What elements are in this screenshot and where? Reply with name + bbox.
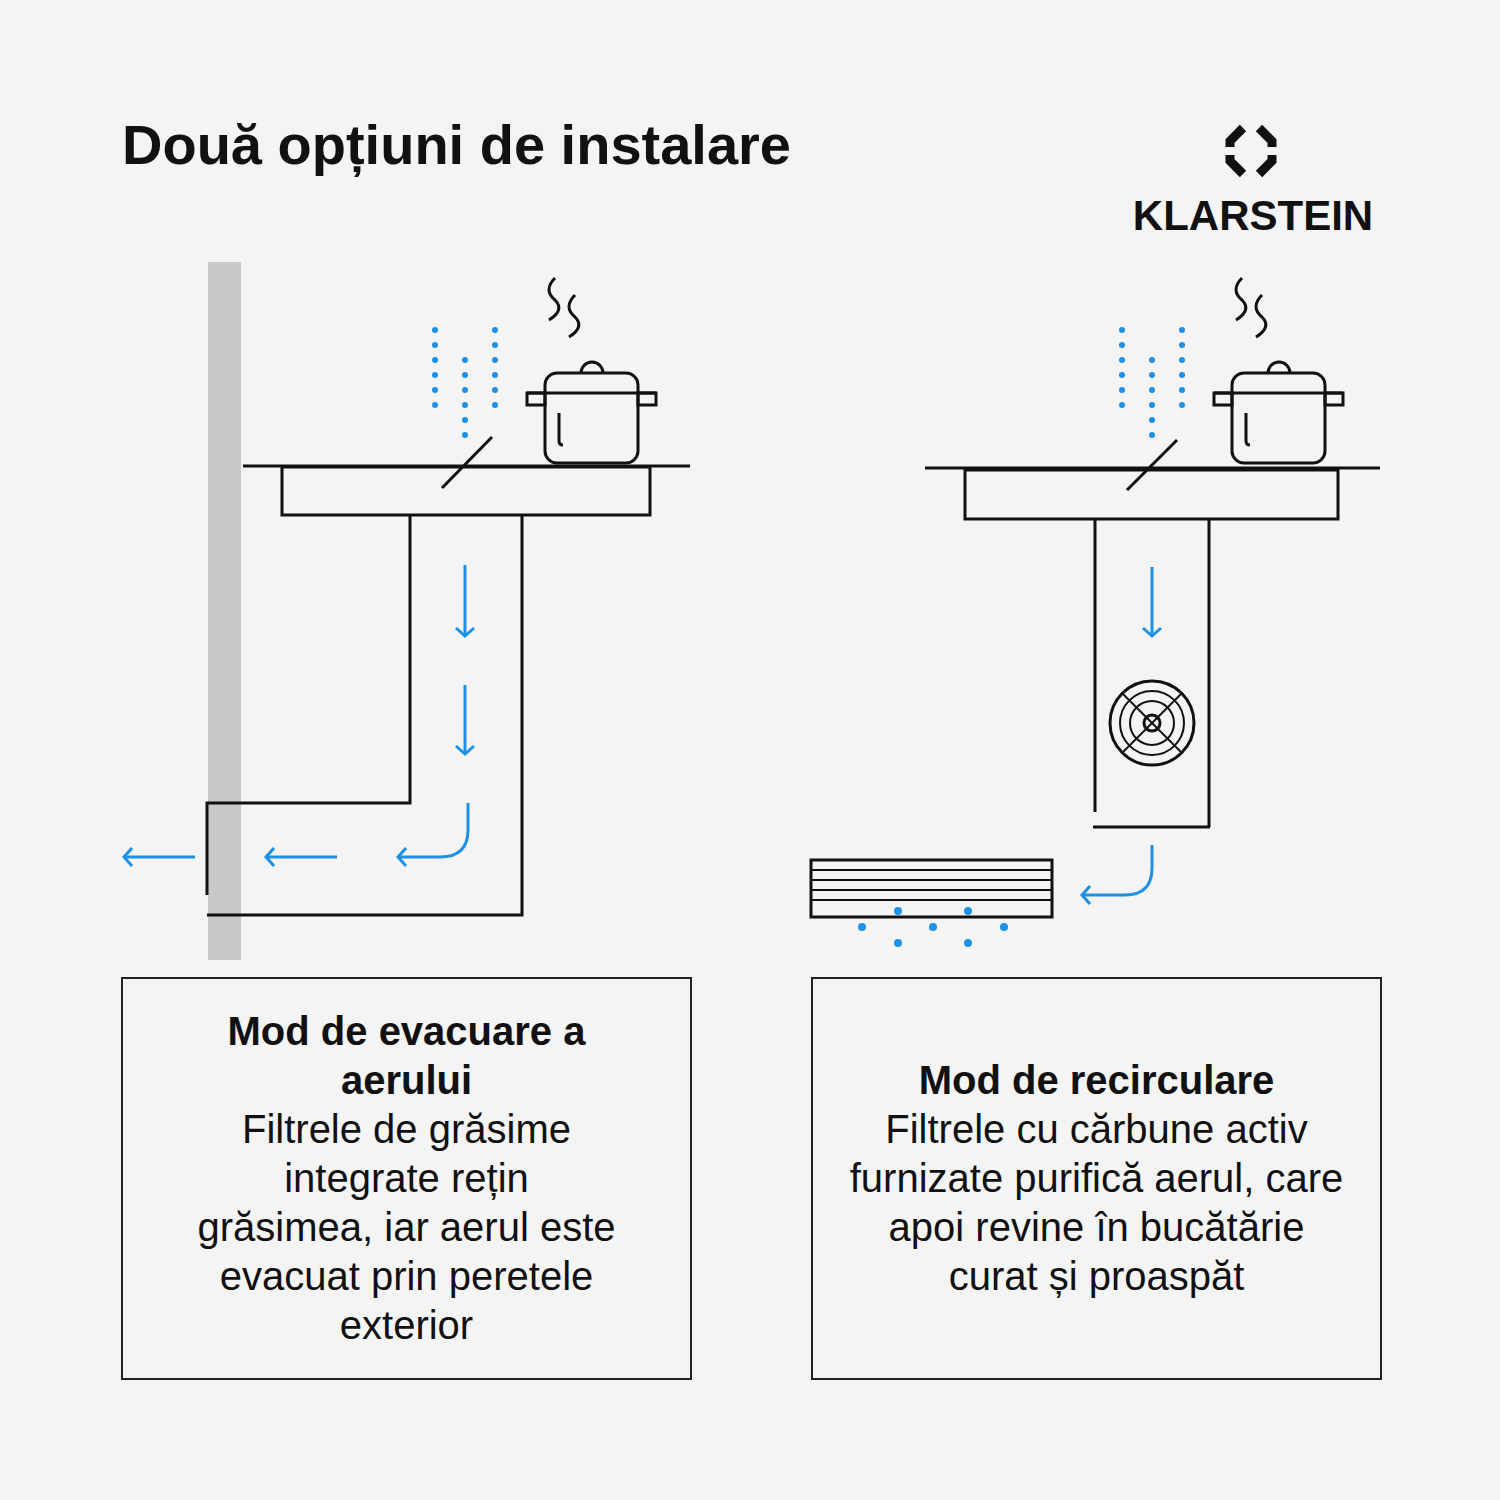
description-box: Mod de evacuare a aeruluiFiltrele de gră…: [121, 977, 692, 1380]
title: Două opțiuni de instalare: [122, 112, 791, 177]
mode-description: Filtrele de grăsime integrate rețin grăs…: [192, 1105, 622, 1350]
description-box: Mod de recirculareFiltrele cu cărbune ac…: [811, 977, 1382, 1380]
brand-logo-text: KLARSTEIN: [1133, 192, 1373, 240]
mode-heading: Mod de evacuare a aerului: [207, 1007, 607, 1105]
mode-description: Filtrele cu cărbune activ furnizate puri…: [847, 1105, 1347, 1301]
mode-heading: Mod de recirculare: [919, 1056, 1275, 1105]
